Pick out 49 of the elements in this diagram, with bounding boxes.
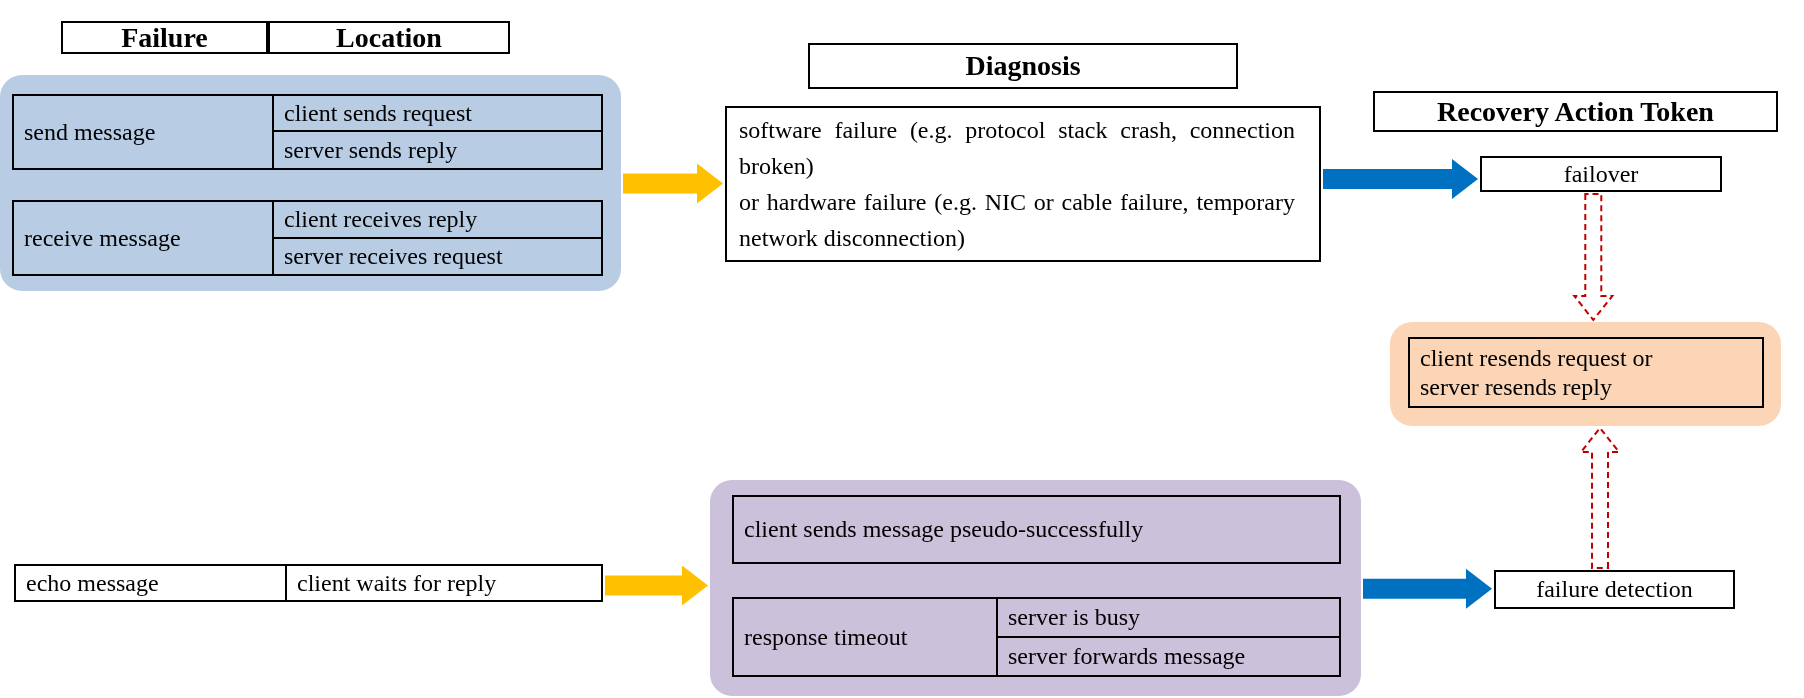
- group-panel: [1390, 322, 1781, 426]
- column-header: [61, 21, 268, 54]
- dashed-arrow: [1572, 193, 1615, 322]
- table-cell: [732, 495, 1341, 564]
- table-cell: [272, 237, 603, 276]
- node-text: send message: [24, 117, 156, 147]
- node-text: server is busy: [1008, 603, 1140, 632]
- text-box: [1494, 570, 1735, 609]
- node-text: server forwards message: [1008, 642, 1246, 671]
- table-cell: [285, 564, 603, 602]
- block-arrow: [605, 565, 708, 606]
- header-text: Diagnosis: [965, 49, 1081, 83]
- block-arrow: [623, 163, 723, 204]
- table-cell: [996, 636, 1341, 677]
- table-cell: [12, 200, 274, 276]
- node-text: echo message: [26, 568, 159, 598]
- column-header: [268, 21, 510, 54]
- header-text: Location: [336, 20, 442, 55]
- node-text: failure detection: [1536, 575, 1693, 604]
- group-panel: [0, 75, 621, 291]
- node-text: software failure (e.g. protocol stack crash, connection broken): [739, 116, 1295, 181]
- table-cell: [272, 200, 603, 239]
- text-box: [725, 106, 1321, 262]
- table-cell: [1408, 337, 1764, 408]
- node-text: response timeout: [744, 622, 908, 652]
- node-text: failover: [1563, 159, 1639, 189]
- table-cell: [272, 94, 603, 132]
- column-header: [1373, 91, 1778, 132]
- node-text: client sends message pseudo-successfully: [744, 515, 1144, 544]
- table-cell: [14, 564, 287, 602]
- node-text: or hardware failure (e.g. NIC or cable failure, temporary network disconnection): [739, 188, 1295, 253]
- table-cell: [732, 597, 998, 677]
- text-box: [1480, 156, 1722, 192]
- node-text: client sends request: [284, 98, 472, 128]
- header-text: Recovery Action Token: [1437, 94, 1714, 129]
- block-arrow: [1363, 568, 1492, 609]
- node-text: client resends request or server resends reply: [1420, 343, 1654, 402]
- node-text: receive message: [24, 223, 181, 253]
- node-text: client receives reply: [284, 205, 478, 234]
- node-text: server receives request: [284, 242, 503, 271]
- table-cell: [272, 130, 603, 170]
- column-header: [808, 43, 1238, 89]
- table-cell: [12, 94, 274, 170]
- node-text: client waits for reply: [297, 568, 497, 598]
- header-text: Failure: [121, 20, 208, 55]
- node-text: server sends reply: [284, 135, 458, 165]
- block-arrow: [1323, 159, 1478, 199]
- table-cell: [996, 597, 1341, 638]
- group-panel: [710, 480, 1361, 696]
